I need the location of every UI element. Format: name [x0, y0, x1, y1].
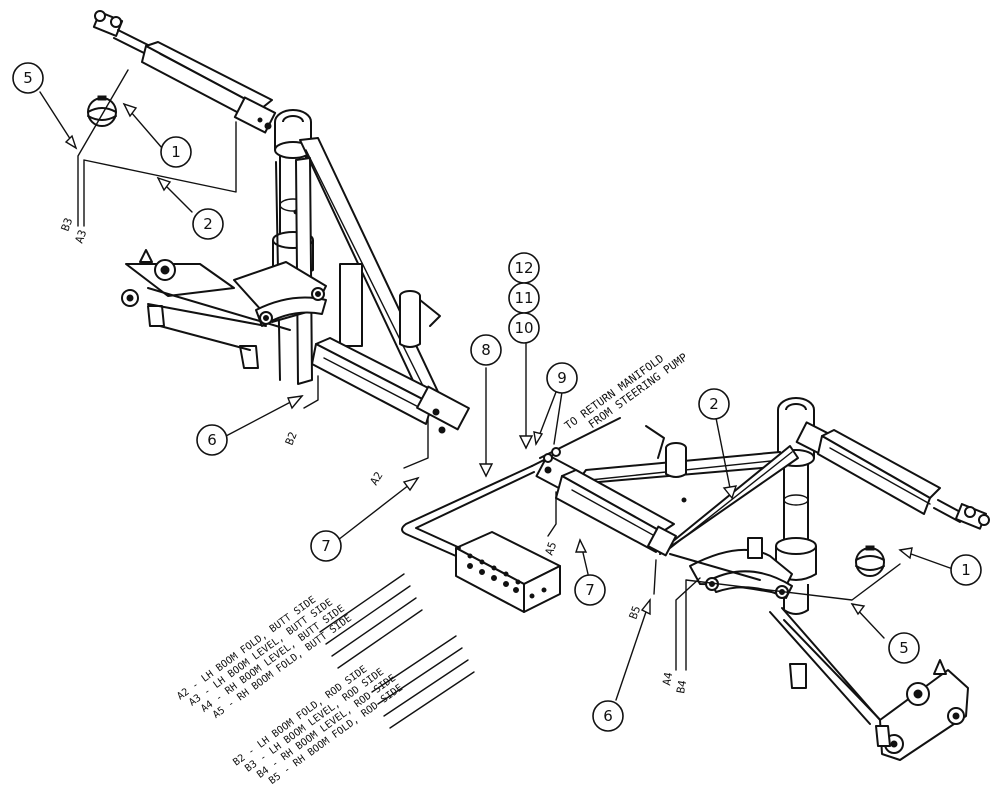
callout-8: 8 [470, 334, 502, 366]
left-hinge-assembly [233, 261, 363, 347]
svg-text:6: 6 [603, 707, 613, 725]
left-level-cylinder-clevis [92, 10, 151, 55]
right-fold-cylinder [535, 453, 677, 557]
hose-label-group-right: A5 B5 A4 B4 [543, 491, 901, 695]
svg-text:2: 2 [203, 215, 213, 233]
svg-text:9: 9 [557, 369, 567, 387]
hose-label-a5: A5 [543, 540, 560, 557]
legend-butt-a3: A3 - LH BOOM LEVEL, BUTT SIDE [187, 597, 335, 709]
svg-text:6: 6 [207, 431, 217, 449]
callout-7-right: 7 [574, 574, 606, 606]
hose-label-b4: B4 [674, 679, 689, 695]
left-fold-cylinder [311, 337, 470, 434]
left-boom-assembly [87, 10, 470, 434]
hose-label-group-left-bottom: B2 A2 [283, 375, 429, 488]
callout-2-left: 2 [192, 208, 224, 240]
left-tank-bracket [399, 290, 441, 348]
right-mount-bracket [769, 607, 969, 761]
svg-text:5: 5 [899, 639, 909, 657]
callout-12: 12 [508, 252, 540, 284]
callout-2-right: 2 [698, 388, 730, 420]
hose-label-group-left-top: B3 A3 [59, 69, 237, 245]
hose-label-a4: A4 [660, 671, 675, 687]
callout-6-right: 6 [592, 700, 624, 732]
svg-text:7: 7 [585, 581, 595, 599]
hose-label-b3: B3 [59, 216, 76, 233]
legend-butt-side: A2 - LH BOOM FOLD, BUTT SIDE A3 - LH BOO… [175, 573, 423, 721]
hose-label-a3: A3 [73, 228, 90, 245]
hose-label-b5: B5 [627, 604, 644, 621]
callout-7-left: 7 [310, 530, 342, 562]
callout-1-left: 1 [160, 136, 192, 168]
valve-manifold [455, 531, 561, 613]
right-boom-assembly [535, 397, 990, 761]
callout-5-left: 5 [12, 62, 44, 94]
svg-text:2: 2 [709, 395, 719, 413]
hose-label-a2: A2 [368, 469, 386, 487]
right-accumulator [855, 545, 885, 577]
callout-6-left: 6 [196, 424, 228, 456]
supply-hose [401, 417, 621, 557]
svg-text:5: 5 [23, 69, 33, 87]
svg-text:1: 1 [961, 561, 971, 579]
svg-text:10: 10 [514, 319, 533, 337]
svg-text:8: 8 [481, 341, 491, 359]
svg-text:12: 12 [514, 259, 533, 277]
right-level-cylinder [795, 421, 990, 530]
left-level-cylinder [141, 41, 277, 134]
callout-1-right: 1 [950, 554, 982, 586]
right-tank-post [645, 425, 687, 503]
routing-note-line2: FROM STEERING PUMP [586, 350, 690, 431]
left-accumulator [87, 95, 117, 127]
hose-label-b2: B2 [283, 430, 300, 447]
leader-lines [39, 91, 951, 701]
callout-5-right: 5 [888, 632, 920, 664]
svg-text:11: 11 [514, 289, 533, 307]
routing-note: TO RETURN MANIFOLD FROM STEERING PUMP [562, 350, 690, 432]
svg-text:7: 7 [321, 537, 331, 555]
callout-9: 9 [546, 362, 578, 394]
callout-11: 11 [508, 282, 540, 314]
callout-10: 10 [508, 312, 540, 344]
svg-text:1: 1 [171, 143, 181, 161]
